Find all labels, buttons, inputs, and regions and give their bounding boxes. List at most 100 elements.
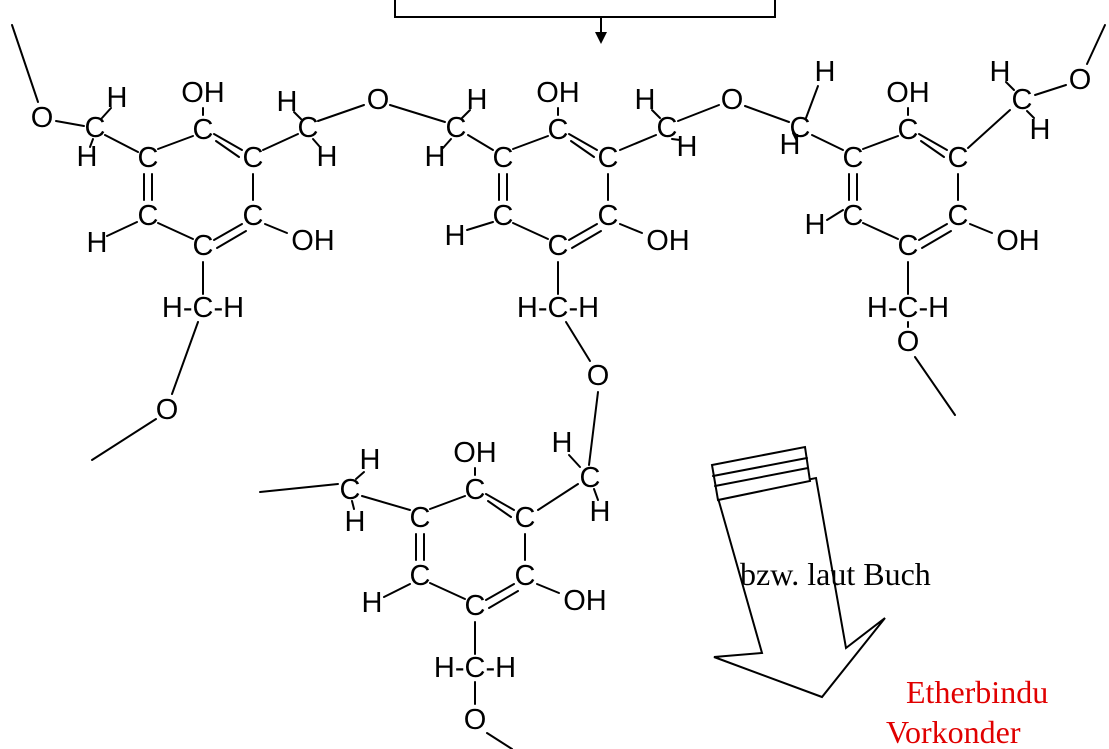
ring-2-aromatic-hydrogen: H xyxy=(445,220,466,252)
bond-line xyxy=(568,133,598,151)
arrow-caption: bzw. laut Buch xyxy=(740,556,931,592)
bond-line xyxy=(312,138,321,148)
bond-line xyxy=(351,500,355,510)
bond-line xyxy=(744,105,790,123)
bond-line xyxy=(969,223,993,234)
bond-line xyxy=(55,120,85,127)
ring-4-aromatic-hydrogen: H xyxy=(362,587,383,619)
bond-line xyxy=(101,107,112,119)
ring-1-right-bridge-hydrogen: H xyxy=(317,141,338,173)
bond-line xyxy=(671,138,681,141)
hollow-down-arrow xyxy=(710,445,886,699)
ring-2-left-bridge-carbon: C xyxy=(446,112,467,144)
bond-line xyxy=(216,230,247,249)
bond-line xyxy=(512,222,549,240)
ring-2-right-bridge-carbon: C xyxy=(657,112,678,144)
ring-1-left-bridge-hydrogen: H xyxy=(77,141,98,173)
ring-2-top-hydroxyl: OH xyxy=(536,77,580,109)
ring-1-carbon: C xyxy=(193,114,214,146)
bond-line xyxy=(293,111,302,120)
ring-2-left-bridge-hydrogen: H xyxy=(425,141,446,173)
ring-2-lower-ether-oxygen: O xyxy=(587,360,610,392)
bond-line xyxy=(677,104,720,122)
ring-4-left-bridge-carbon: C xyxy=(340,474,361,506)
bond-line xyxy=(1026,110,1035,119)
ring-4-carbon: C xyxy=(465,590,486,622)
ring-3-carbon: C xyxy=(948,142,969,174)
ring-4-top-hydroxyl: OH xyxy=(453,437,497,469)
bond-line xyxy=(467,134,494,151)
ring-4-right-bridge-carbon: C xyxy=(580,462,601,494)
bond-line xyxy=(918,133,948,151)
bond-line xyxy=(914,356,956,416)
bond-line xyxy=(262,133,299,151)
ring-1-left-bridge-hydrogen: H xyxy=(107,82,128,114)
bond-line xyxy=(862,222,899,240)
ring-2-carbon: C xyxy=(548,114,569,146)
bond-line xyxy=(805,85,819,119)
bond-line xyxy=(512,135,549,150)
ring-3-right-bridge-hydrogen: H xyxy=(990,56,1011,88)
left-terminal-ether-oxygen: O xyxy=(31,102,54,134)
bond-line xyxy=(259,483,339,493)
ring-3-carbon: C xyxy=(948,200,969,232)
ring-3-right-bridge-hydrogen: H xyxy=(1030,114,1051,146)
bond-line xyxy=(1005,81,1015,91)
bond-line xyxy=(157,222,194,240)
bond-line xyxy=(619,134,657,151)
ring-4-left-bridge-hydrogen: H xyxy=(345,506,366,538)
ring-3-lower-ether-oxygen: O xyxy=(897,326,920,358)
ring-4-methylene: H-C-H xyxy=(434,652,516,684)
bond-line xyxy=(570,140,595,158)
ring-1-top-hydroxyl: OH xyxy=(181,77,225,109)
bond-line xyxy=(568,454,581,468)
ring-1-lower-ether-oxygen: O xyxy=(156,394,179,426)
ring-3-carbon: C xyxy=(843,142,864,174)
bond-line xyxy=(429,495,466,510)
bond-line xyxy=(862,135,899,150)
bond-line xyxy=(565,321,591,362)
bond-line xyxy=(317,104,365,122)
bond-line xyxy=(361,495,411,511)
ring-1-carbon: C xyxy=(243,142,264,174)
bond-line xyxy=(588,391,599,466)
bond-line xyxy=(383,583,411,598)
ring-3-left-bridge-carbon: C xyxy=(790,112,811,144)
bond-line xyxy=(11,24,39,103)
bond-line xyxy=(429,582,466,600)
bond-line xyxy=(89,138,94,148)
ring-2-left-bridge-hydrogen: H xyxy=(467,84,488,116)
ring-4-carbon: C xyxy=(410,560,431,592)
ring-1-carbon: C xyxy=(193,230,214,262)
bond-line xyxy=(921,230,952,249)
ring-2-carbon: C xyxy=(548,230,569,262)
bond-line xyxy=(1086,24,1106,65)
ring-1-carbon: C xyxy=(243,200,264,232)
ring-3-left-bridge-hydrogen: H xyxy=(780,129,801,161)
ring-3-carbon: C xyxy=(898,114,919,146)
ring-1-left-bridge-carbon: C xyxy=(85,112,106,144)
ring-4-side-hydroxyl: OH xyxy=(563,585,607,617)
ring-2-carbon: C xyxy=(598,200,619,232)
bond-line xyxy=(466,221,494,231)
ring-1-2-ether-oxygen: O xyxy=(367,84,390,116)
bond-line xyxy=(792,132,797,140)
ring-2-side-hydroxyl: OH xyxy=(646,225,690,257)
ring-2-3-ether-oxygen: O xyxy=(721,84,744,116)
bond-line xyxy=(486,732,513,749)
bond-line xyxy=(171,321,199,395)
bond-line xyxy=(651,109,661,119)
bond-line xyxy=(213,223,243,241)
ether-note-line-1: Etherbindu xyxy=(906,674,1048,710)
ring-3-top-hydroxyl: OH xyxy=(886,77,930,109)
bond-line xyxy=(918,223,948,241)
bond-line xyxy=(485,583,515,601)
bond-line xyxy=(811,134,844,151)
bond-line xyxy=(593,488,599,501)
ring-3-aromatic-hydrogen: H xyxy=(805,209,826,241)
ring-1-right-bridge-carbon: C xyxy=(298,112,319,144)
bond-line xyxy=(355,471,365,480)
bond-line xyxy=(920,140,945,158)
